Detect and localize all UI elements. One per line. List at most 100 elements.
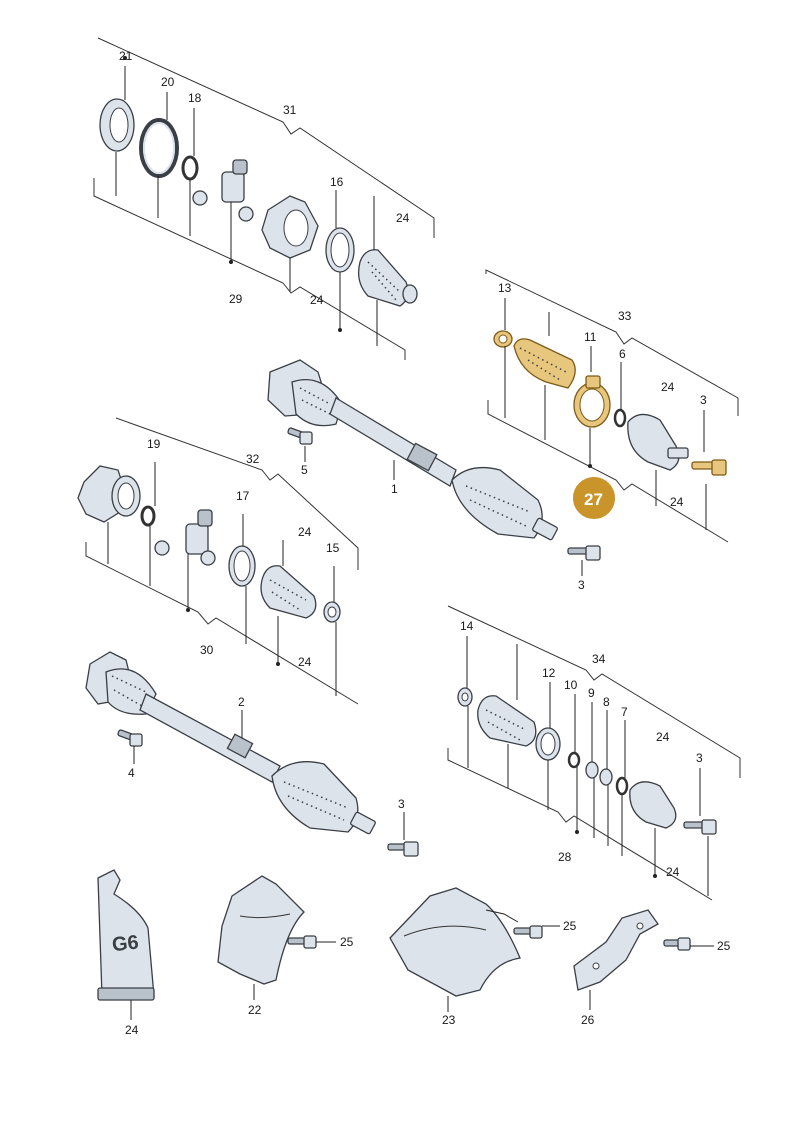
part-3-bolt-highlighted[interactable] (691, 459, 727, 476)
labels-31: 21 20 18 31 16 24 29 24 (119, 49, 410, 307)
callout-24: 24 (661, 380, 675, 394)
callout-2: 2 (238, 695, 245, 709)
part-4-bolt[interactable] (117, 729, 143, 747)
callout-16: 16 (330, 175, 344, 189)
callout-17: 17 (236, 489, 250, 503)
group-33-frame (485, 269, 739, 543)
labels-33: 13 33 11 6 24 3 24 (498, 281, 707, 509)
part-10-circlip[interactable] (567, 751, 581, 769)
labels-2: 2 4 3 (128, 695, 405, 811)
part-17-clamp[interactable] (228, 545, 256, 587)
callout-24: 24 (670, 495, 684, 509)
callout-10: 10 (564, 678, 578, 692)
badge-27[interactable]: 27 (571, 475, 617, 521)
callout-19: 19 (147, 437, 161, 451)
callout-24: 24 (656, 730, 670, 744)
callout-4: 4 (128, 766, 135, 780)
part-21-seal-ring[interactable] (99, 98, 135, 152)
callout-26: 26 (581, 1013, 595, 1027)
callout-14: 14 (460, 619, 474, 633)
drive-shaft-2[interactable] (85, 651, 419, 857)
part-24-grease-tube[interactable]: G6 (97, 869, 155, 1001)
callout-9: 9 (588, 686, 595, 700)
part-8-spacer[interactable] (599, 768, 613, 786)
leaders-33 (504, 298, 707, 530)
callout-22: 22 (248, 1003, 262, 1017)
part-25-bolt-c[interactable] (663, 937, 691, 951)
tube-label: G6 (111, 932, 140, 957)
leaders-2 (133, 710, 405, 840)
part-15-clamp[interactable] (323, 601, 341, 623)
callout-24: 24 (396, 211, 410, 225)
part-22-heat-shield[interactable] (217, 875, 305, 985)
part-11-clamp-highlighted[interactable] (573, 375, 611, 428)
joint-housing-31[interactable] (261, 195, 319, 259)
labels-1: 5 1 3 (301, 463, 585, 592)
labels-32: 19 32 17 24 15 30 24 (147, 437, 340, 669)
cv-joint-33[interactable] (627, 413, 689, 471)
callout-7: 7 (621, 705, 628, 719)
callout-18: 18 (188, 91, 202, 105)
flange-32[interactable] (77, 465, 141, 523)
labels-bottom: 24 22 25 23 25 26 25 (125, 919, 731, 1037)
leaders-1 (304, 446, 583, 576)
callout-3: 3 (398, 797, 405, 811)
callout-29: 29 (229, 292, 243, 306)
part-13-clamp-highlighted[interactable] (493, 330, 513, 348)
callout-3: 3 (578, 578, 585, 592)
leaders-bottom (130, 909, 714, 1020)
callout-31: 31 (283, 103, 297, 117)
callout-25: 25 (563, 919, 577, 933)
callout-25: 25 (717, 939, 731, 953)
callout-3: 3 (696, 751, 703, 765)
callout-32: 32 (246, 452, 260, 466)
part-7-circlip[interactable] (615, 776, 629, 796)
callout-1: 1 (391, 482, 398, 496)
callout-34: 34 (592, 652, 606, 666)
leaders-32 (107, 462, 337, 696)
callout-24: 24 (666, 865, 680, 879)
cv-joint-34[interactable] (629, 781, 677, 829)
part-12-clamp[interactable] (535, 727, 561, 761)
drive-shaft-1[interactable] (267, 359, 601, 561)
part-25-bolt-a[interactable] (287, 935, 317, 949)
part-14-clamp[interactable] (457, 687, 473, 707)
part-23-heat-shield[interactable] (389, 887, 521, 997)
boot-31[interactable] (357, 249, 418, 307)
callout-24: 24 (125, 1023, 139, 1037)
callout-30: 30 (200, 643, 214, 657)
callout-23: 23 (442, 1013, 456, 1027)
callout-24: 24 (298, 655, 312, 669)
part-3-bolt-34[interactable] (683, 819, 717, 835)
tripod-joint-31[interactable] (192, 159, 254, 222)
part-5-bolt[interactable] (287, 427, 313, 445)
part-18-circlip[interactable] (181, 155, 199, 181)
callout-20: 20 (161, 75, 175, 89)
part-6-circlip[interactable] (613, 408, 627, 428)
part-25-bolt-b[interactable] (513, 925, 543, 939)
callout-3: 3 (700, 393, 707, 407)
callout-11: 11 (584, 330, 597, 344)
boot-32[interactable] (260, 565, 317, 619)
callout-5: 5 (301, 463, 308, 477)
part-26-bracket[interactable] (573, 909, 659, 991)
callout-24: 24 (310, 293, 324, 307)
tripod-joint-32[interactable] (154, 509, 216, 566)
callout-21: 21 (119, 49, 133, 63)
callout-6: 6 (619, 347, 626, 361)
boot-34[interactable] (477, 695, 537, 747)
callout-25: 25 (340, 935, 354, 949)
callout-28: 28 (558, 850, 572, 864)
part-9-ring[interactable] (585, 761, 599, 779)
leaders-31 (115, 56, 378, 346)
callout-8: 8 (603, 695, 610, 709)
leaders-34 (466, 636, 709, 896)
labels-34: 14 34 12 10 9 8 7 24 3 28 24 (460, 619, 703, 879)
part-19-circlip[interactable] (140, 505, 156, 527)
callout-15: 15 (326, 541, 340, 555)
boot-33-highlighted[interactable] (513, 338, 576, 389)
group-31-frame (93, 37, 435, 360)
part-20-o-ring[interactable] (139, 118, 179, 178)
part-16-clamp[interactable] (325, 227, 355, 273)
